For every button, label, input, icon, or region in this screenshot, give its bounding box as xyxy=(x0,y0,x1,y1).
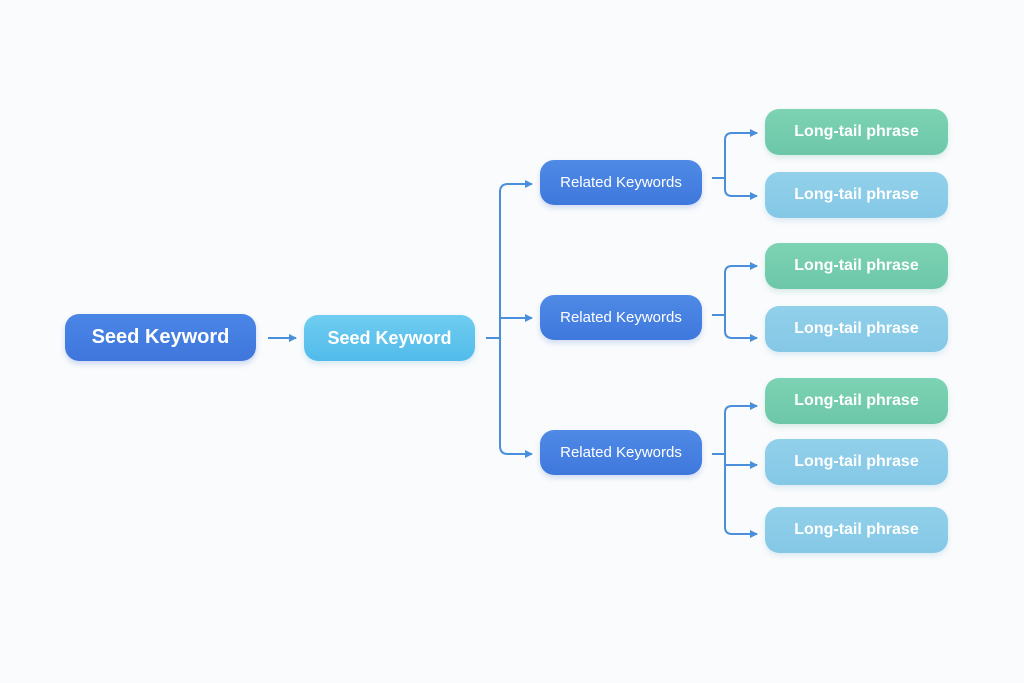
long-tail-node-1: Long-tail phrase xyxy=(765,109,948,155)
branch-to-related-3 xyxy=(499,338,533,458)
branch-to-leaf-7 xyxy=(724,454,758,538)
long-tail-label: Long-tail phrase xyxy=(794,123,919,140)
long-tail-label: Long-tail phrase xyxy=(794,320,919,337)
branch-to-leaf-2 xyxy=(724,178,758,200)
branch-to-leaf-5 xyxy=(724,402,758,454)
long-tail-node-5: Long-tail phrase xyxy=(765,378,948,424)
branch-to-leaf-1 xyxy=(724,129,758,178)
long-tail-label: Long-tail phrase xyxy=(794,453,919,470)
related-keywords-node-3: Related Keywords xyxy=(540,430,702,475)
seed-keyword-secondary-label: Seed Keyword xyxy=(327,327,452,348)
branch-to-leaf-3 xyxy=(724,262,758,315)
long-tail-node-4: Long-tail phrase xyxy=(765,306,948,352)
seed-keyword-secondary-node: Seed Keyword xyxy=(304,315,475,361)
long-tail-label: Long-tail phrase xyxy=(794,257,919,274)
seed-keyword-node: Seed Keyword xyxy=(65,314,256,361)
long-tail-label: Long-tail phrase xyxy=(794,392,919,409)
related-keywords-node-2: Related Keywords xyxy=(540,295,702,340)
related-keywords-label: Related Keywords xyxy=(560,444,682,461)
branch-to-related-1 xyxy=(499,180,533,338)
long-tail-label: Long-tail phrase xyxy=(794,186,919,203)
related-keywords-label: Related Keywords xyxy=(560,174,682,191)
long-tail-node-7: Long-tail phrase xyxy=(765,507,948,553)
long-tail-node-6: Long-tail phrase xyxy=(765,439,948,485)
related-keywords-label: Related Keywords xyxy=(560,309,682,326)
branch-to-leaf-4 xyxy=(724,315,758,342)
long-tail-label: Long-tail phrase xyxy=(794,521,919,538)
related-keywords-node-1: Related Keywords xyxy=(540,160,702,205)
long-tail-node-3: Long-tail phrase xyxy=(765,243,948,289)
seed-keyword-label: Seed Keyword xyxy=(91,326,230,348)
long-tail-node-2: Long-tail phrase xyxy=(765,172,948,218)
